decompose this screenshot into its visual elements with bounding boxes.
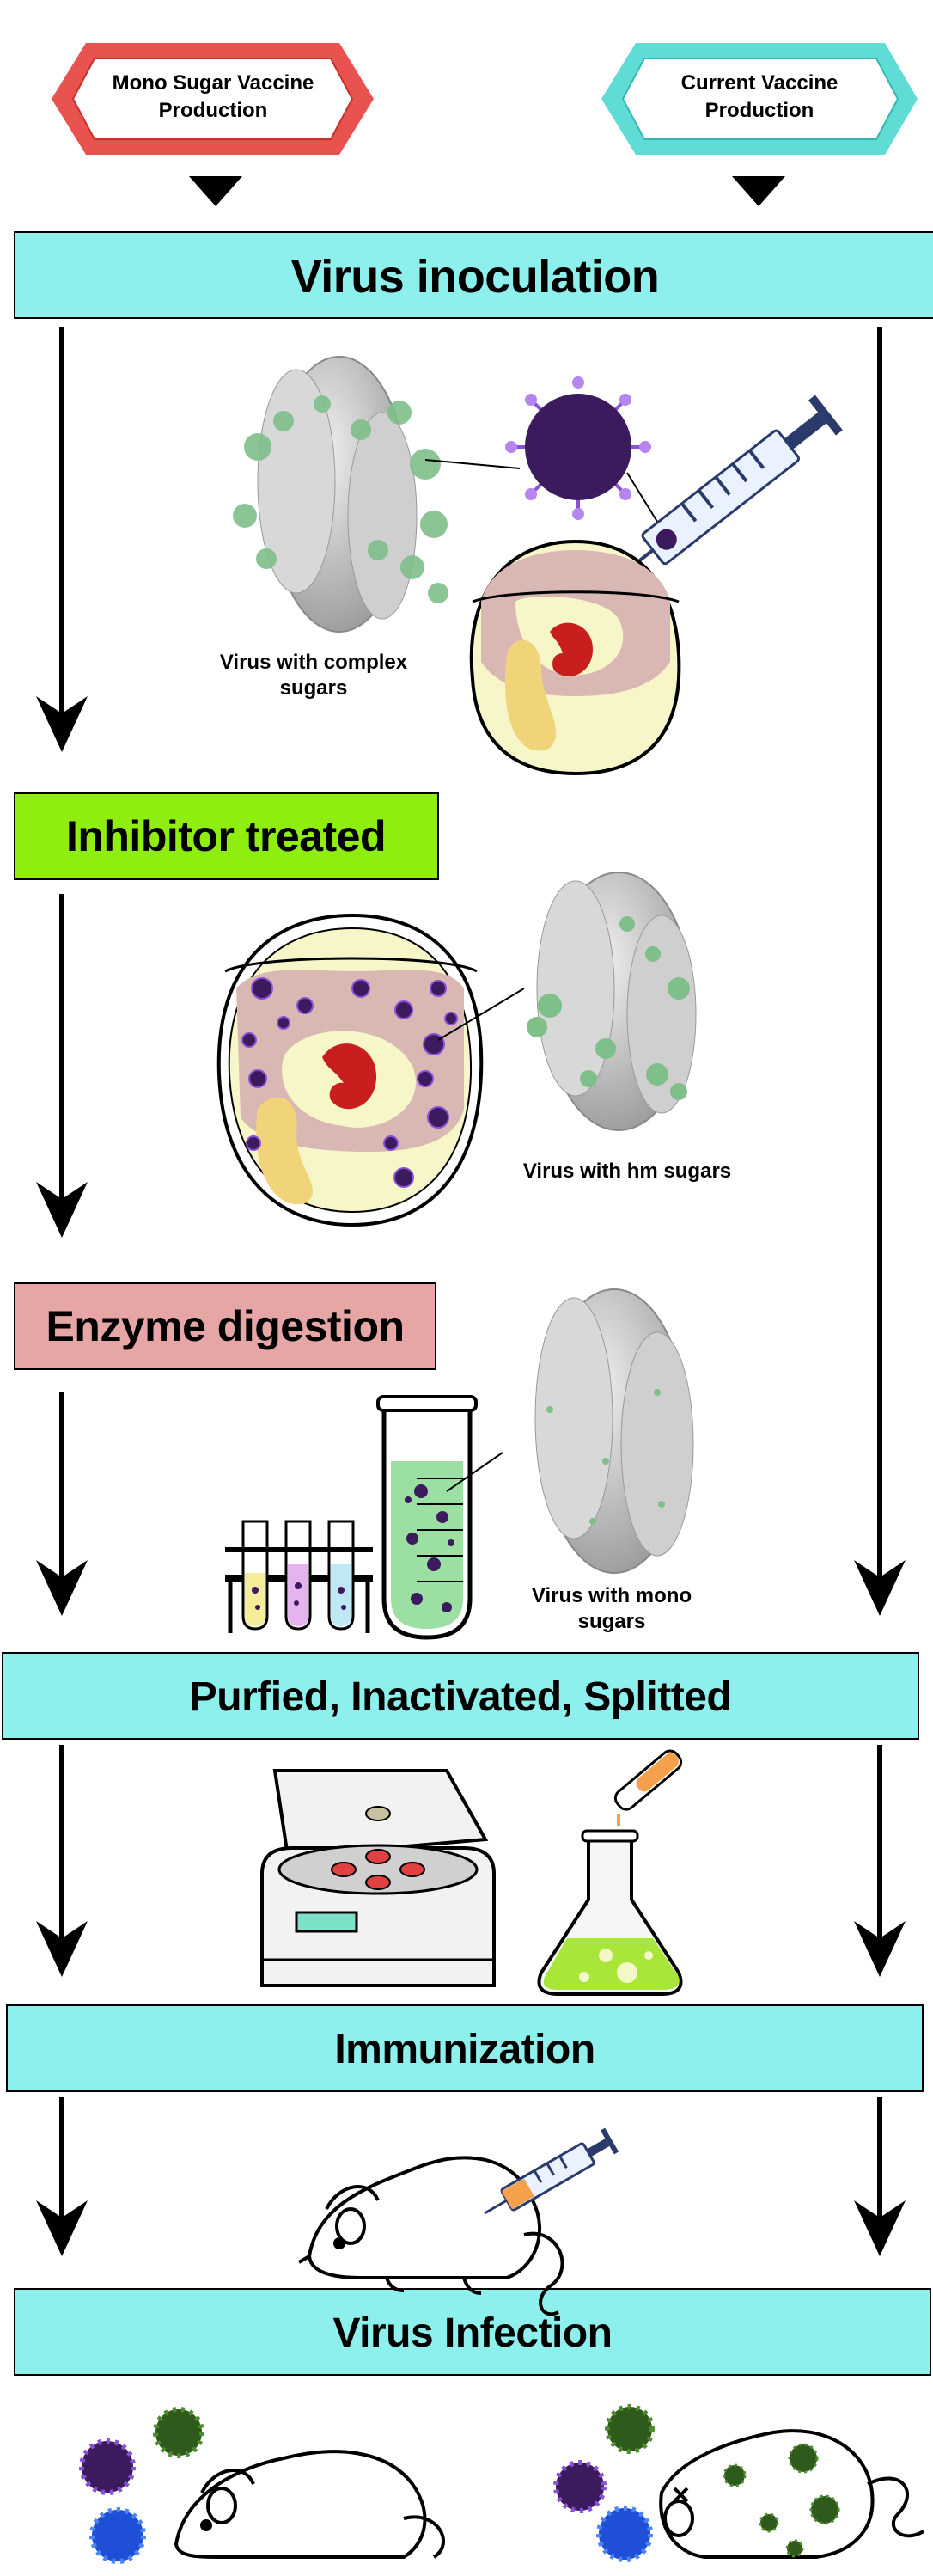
step-box-inoculation — [14, 231, 933, 319]
egg-icon — [216, 913, 484, 1227]
test-tube-rack — [225, 1520, 373, 1633]
caption-complex-line2: sugars — [280, 676, 348, 700]
mouse-icon — [297, 2156, 564, 2316]
test-tube-icon — [376, 1395, 478, 1640]
caption-hm: Virus with hm sugars — [523, 1160, 731, 1183]
virus-icon — [241, 977, 458, 1188]
step-label-infection: Virus Infection — [332, 2310, 612, 2356]
syringe-icon — [484, 2127, 619, 2215]
flow-arrows — [59, 327, 882, 2226]
step-box-inhibitor — [14, 792, 439, 880]
egg-icon — [469, 539, 681, 776]
header-left-line2: Production — [159, 99, 268, 122]
step-label-inoculation: Virus inoculation — [291, 251, 660, 303]
protein-mono-sugars — [534, 1288, 694, 1574]
header-current: Current Vaccine Production — [601, 43, 918, 155]
protein-hm-sugars — [527, 872, 697, 1131]
virus-icon — [79, 2407, 204, 2564]
centrifuge-icon — [260, 1769, 496, 1987]
header-right-line2: Production — [705, 99, 814, 122]
test-tube-icon — [327, 1520, 355, 1631]
step-label-immunization: Immunization — [334, 2027, 595, 2072]
step-label-purified: Purfied, Inactivated, Splitted — [190, 1674, 731, 1720]
step-box-enzyme — [14, 1282, 436, 1370]
test-tube-icon — [241, 1520, 269, 1631]
mouse-icon — [174, 2450, 445, 2559]
caption-mono-line1: Virus with mono — [532, 1584, 692, 1607]
flask-icon — [537, 1749, 683, 1996]
step-box-purified — [2, 1652, 919, 1740]
header-mono-sugar: Mono Sugar Vaccine Production — [52, 43, 374, 155]
triangle-down-icon — [732, 176, 785, 206]
header-right-line1: Current Vaccine — [681, 71, 838, 95]
protein-complex-sugars — [233, 356, 448, 633]
mouse-icon-sick — [659, 2429, 925, 2559]
step-box-infection — [14, 2288, 931, 2376]
caption-mono-line2: sugars — [578, 1610, 646, 1633]
header-left-line1: Mono Sugar Vaccine — [113, 71, 314, 95]
virus-icon — [505, 376, 651, 520]
step-box-immunization — [6, 2004, 924, 2092]
test-tube-icon — [284, 1520, 312, 1631]
virus-icon — [553, 2404, 655, 2562]
caption-complex-line1: Virus with complex — [220, 651, 408, 674]
step-label-enzyme: Enzyme digestion — [46, 1302, 404, 1350]
syringe-icon — [611, 395, 843, 584]
triangle-down-icon — [189, 176, 242, 206]
virus-icon — [405, 1484, 454, 1612]
step-label-inhibitor: Inhibitor treated — [66, 812, 386, 860]
